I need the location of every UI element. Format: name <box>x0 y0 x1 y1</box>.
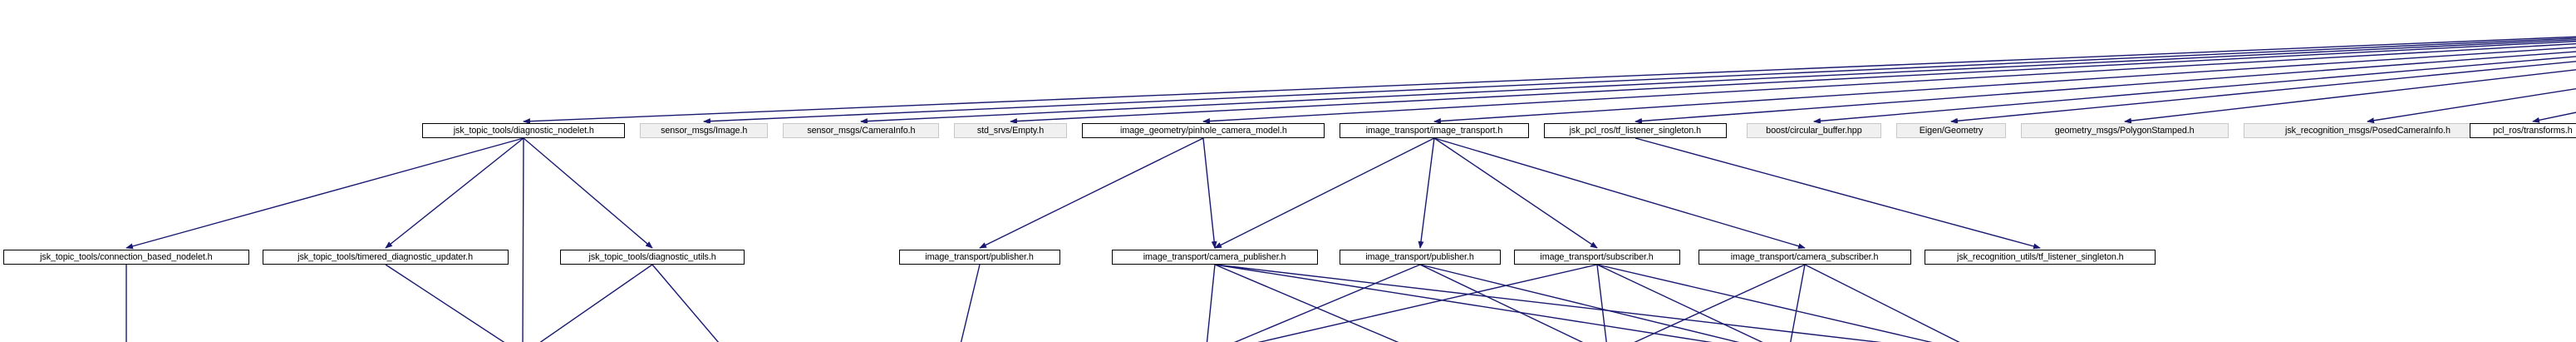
graph-edge <box>1813 56 2576 124</box>
graph-node[interactable]: geometry_msgs/PolygonStamped.h <box>2021 123 2229 138</box>
graph-node[interactable]: image_transport/publisher.h <box>899 250 1060 265</box>
graph-edge <box>1433 137 1806 250</box>
graph-edge <box>1202 42 2576 125</box>
graph-edge <box>960 264 981 342</box>
graph-edge <box>1433 137 1598 249</box>
graph-edge <box>1010 40 2576 125</box>
graph-edge <box>1596 264 1763 342</box>
graph-node-label: jsk_topic_tools/diagnostic_nodelet.h <box>453 125 594 136</box>
graph-edge <box>979 137 1204 249</box>
graph-edge <box>1214 137 1435 249</box>
graph-edge <box>1634 264 1806 342</box>
graph-node-label: image_transport/publisher.h <box>1365 251 1475 262</box>
graph-node-label: image_geometry/pinhole_camera_model.h <box>1119 125 1287 136</box>
graph-node-label: image_transport/subscriber.h <box>1540 251 1654 262</box>
graph-node-label: Eigen/Geometry <box>1919 125 1984 136</box>
graph-node[interactable]: image_transport/publisher.h <box>1340 250 1501 265</box>
graph-edge <box>2532 112 2576 123</box>
graph-node-label: std_srvs/Empty.h <box>976 125 1045 136</box>
graph-node[interactable]: jsk_pcl_ros/tf_listener_singleton.h <box>1544 123 1727 138</box>
graph-edge <box>2124 69 2576 124</box>
graph-node[interactable]: image_geometry/pinhole_camera_model.h <box>1082 123 1325 138</box>
graph-edge <box>1257 264 1598 342</box>
graph-edge <box>522 137 524 342</box>
graph-edge <box>1206 264 1216 342</box>
graph-node-label: jsk_recognition_msgs/PosedCameraInfo.h <box>2284 125 2451 136</box>
graph-edge <box>1214 264 1399 342</box>
graph-edge <box>1804 264 1960 342</box>
graph-edge <box>1596 264 1607 342</box>
graph-node[interactable]: Eigen/Geometry <box>1896 123 2006 138</box>
graph-node[interactable]: jsk_topic_tools/diagnostic_utils.h <box>560 250 745 265</box>
graph-node[interactable]: pcl_ros/transforms.h <box>2470 123 2576 138</box>
graph-node-label: geometry_msgs/PolygonStamped.h <box>2055 125 2195 136</box>
graph-edge <box>1635 137 2041 250</box>
graph-node[interactable]: sensor_msgs/Image.h <box>640 123 768 138</box>
graph-node[interactable]: image_transport/subscriber.h <box>1514 250 1680 265</box>
graph-edge <box>1950 61 2576 124</box>
graph-node-label: jsk_pcl_ros/tf_listener_singleton.h <box>1569 125 1702 136</box>
graph-edge <box>2367 87 2576 124</box>
graph-node-label: jsk_topic_tools/connection_based_nodelet… <box>40 251 213 262</box>
graph-node[interactable]: jsk_topic_tools/timered_diagnostic_updat… <box>263 250 509 265</box>
graph-node-label: image_transport/camera_publisher.h <box>1143 251 1286 262</box>
graph-edge <box>1635 51 2576 124</box>
graph-node[interactable]: jsk_recognition_utils/tf_listener_single… <box>1925 250 2156 265</box>
graph-node[interactable]: sensor_msgs/CameraInfo.h <box>783 123 939 138</box>
graph-node-label: boost/circular_buffer.hpp <box>1766 125 1862 136</box>
graph-edge <box>1790 264 1806 342</box>
graph-edge <box>523 36 2576 125</box>
graph-node-label: jsk_topic_tools/diagnostic_utils.h <box>588 251 716 262</box>
graph-node[interactable]: jsk_recognition_msgs/PosedCameraInfo.h <box>2244 123 2491 138</box>
graph-node-label: pcl_ros/transforms.h <box>2493 125 2573 136</box>
graph-node[interactable]: jsk_topic_tools/diagnostic_nodelet.h <box>422 123 625 138</box>
graph-node-label: sensor_msgs/CameraInfo.h <box>806 125 916 136</box>
graph-node-label: jsk_topic_tools/timered_diagnostic_updat… <box>297 251 474 262</box>
graph-node-label: sensor_msgs/Image.h <box>660 125 748 136</box>
graph-node[interactable]: boost/circular_buffer.hpp <box>1747 123 1881 138</box>
graph-node-label: image_transport/publisher.h <box>925 251 1035 262</box>
graph-edge <box>1433 47 2576 124</box>
graph-edge <box>651 264 720 342</box>
graph-edge <box>1214 264 1713 342</box>
graph-edge <box>703 37 2576 125</box>
graph-edge <box>385 264 505 342</box>
graph-node-label: image_transport/image_transport.h <box>1365 125 1503 136</box>
graph-node[interactable]: image_transport/camera_subscriber.h <box>1698 250 1911 265</box>
graph-edge <box>125 137 524 250</box>
graph-edge <box>1596 264 1933 342</box>
graph-node[interactable]: image_transport/image_transport.h <box>1340 123 1529 138</box>
graph-edge <box>1419 264 1584 342</box>
graph-node-label: jsk_recognition_utils/tf_listener_single… <box>1956 251 2124 262</box>
graph-edge <box>1234 264 1421 342</box>
graph-edge <box>1418 137 1435 249</box>
graph-edge <box>523 137 653 249</box>
graph-node[interactable]: image_transport/camera_publisher.h <box>1112 250 1318 265</box>
graph-edge <box>385 137 524 249</box>
graph-edge <box>1419 264 1740 342</box>
graph-edge <box>539 264 653 342</box>
graph-edge <box>1214 264 1882 342</box>
graph-node-label: image_transport/camera_subscriber.h <box>1731 251 1879 262</box>
graph-node[interactable]: std_srvs/Empty.h <box>954 123 1067 138</box>
graph-edge <box>1202 137 1217 249</box>
graph-edge <box>860 39 2576 125</box>
graph-node[interactable]: jsk_topic_tools/connection_based_nodelet… <box>3 250 249 265</box>
